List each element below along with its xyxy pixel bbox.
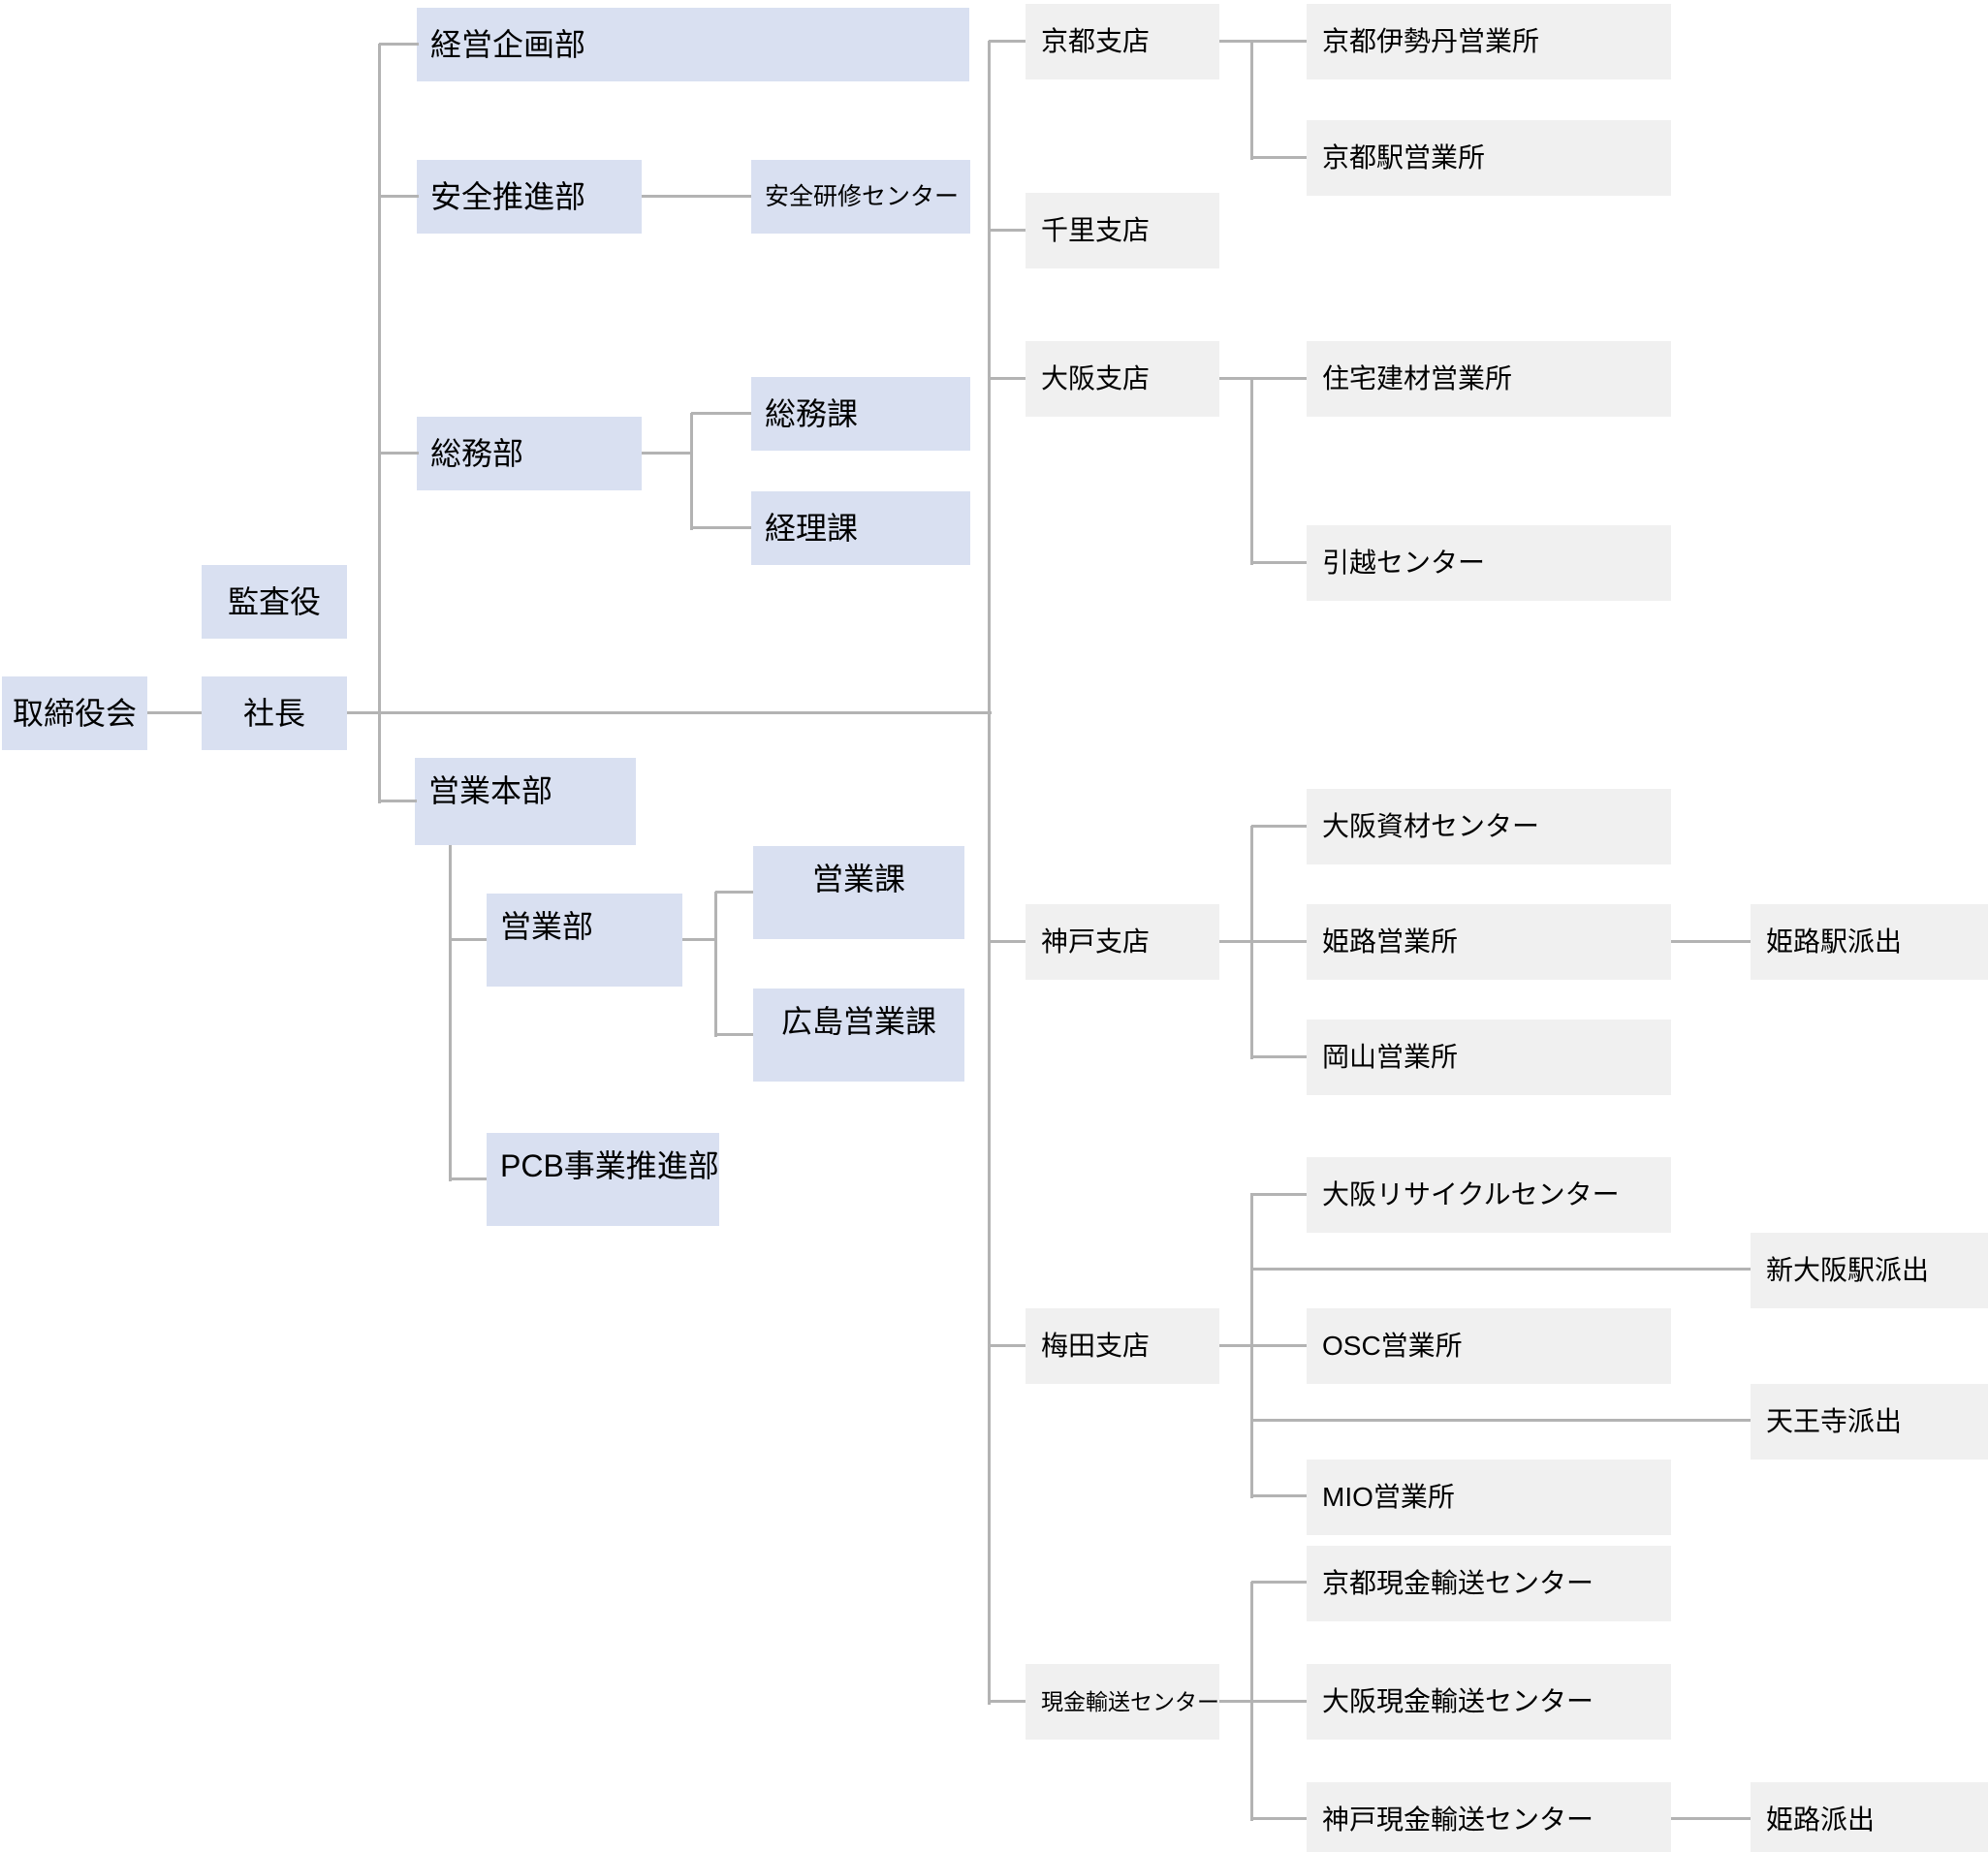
connector-line: [989, 1344, 1026, 1347]
connector-line: [989, 377, 1026, 380]
org-node-corporate-planning: 経営企画部: [417, 8, 969, 81]
connector-line: [1251, 561, 1307, 564]
connector-line: [379, 195, 419, 198]
connector-line: [1251, 1581, 1307, 1584]
org-node-kyoto-branch: 京都支店: [1026, 4, 1219, 79]
connector-line: [1251, 1055, 1307, 1058]
org-node-safety-promotion: 安全推進部: [417, 160, 642, 234]
org-node-osaka-materials-center: 大阪資材センター: [1307, 789, 1671, 864]
org-node-hiroshima-sales-section: 広島営業課: [753, 989, 964, 1082]
org-node-cash-transport-center: 現金輸送センター: [1026, 1664, 1219, 1740]
org-node-senri-branch: 千里支店: [1026, 193, 1219, 268]
connector-line: [1251, 1268, 1751, 1271]
connector-line: [989, 1700, 1026, 1703]
org-node-pcb-business-dept: PCB事業推進部: [487, 1133, 719, 1226]
connector-line: [1671, 1817, 1751, 1820]
connector-line: [1219, 1344, 1307, 1347]
connector-line: [379, 800, 417, 802]
org-node-general-affairs-sec: 総務課: [751, 377, 970, 451]
connector-line: [690, 413, 693, 530]
org-node-himeji-detachment: 姫路派出: [1751, 1782, 1988, 1852]
org-node-moving-center: 引越センター: [1307, 525, 1671, 601]
connector-line: [450, 1177, 487, 1180]
connector-line: [1219, 940, 1307, 943]
org-node-auditor: 監査役: [202, 565, 347, 639]
org-node-kyoto-station-office: 京都駅営業所: [1307, 120, 1671, 196]
org-node-mio-office: MIO営業所: [1307, 1460, 1671, 1535]
connector-line: [450, 938, 487, 941]
connector-line: [989, 229, 1026, 232]
connector-line: [1251, 156, 1307, 159]
org-node-himeji-office: 姫路営業所: [1307, 904, 1671, 980]
org-node-osaka-recycle-center: 大阪リサイクルセンター: [1307, 1157, 1671, 1233]
org-node-tennoji-detachment: 天王寺派出: [1751, 1384, 1988, 1460]
org-node-accounting-sec: 経理課: [751, 491, 970, 565]
org-node-himeji-station-detachment: 姫路駅派出: [1751, 904, 1988, 980]
connector-line: [1251, 1193, 1307, 1196]
org-node-general-affairs-dept: 総務部: [417, 417, 642, 490]
connector-line: [989, 940, 1026, 943]
connector-line: [379, 43, 419, 46]
connector-line: [682, 938, 717, 941]
org-node-kyoto-cash-transport-center: 京都現金輸送センター: [1307, 1546, 1671, 1621]
org-node-board-of-directors: 取締役会: [2, 676, 147, 750]
connector-line: [378, 44, 381, 803]
connector-line: [1671, 940, 1751, 943]
connector-line: [1219, 40, 1307, 43]
connector-line: [1250, 41, 1253, 160]
org-node-okayama-office: 岡山営業所: [1307, 1020, 1671, 1095]
connector-line: [715, 1033, 753, 1036]
connector-line: [379, 452, 419, 455]
org-node-kyoto-isetan-office: 京都伊勢丹営業所: [1307, 4, 1671, 79]
org-node-osc-office: OSC営業所: [1307, 1308, 1671, 1384]
connector-line: [1250, 1582, 1253, 1821]
connector-line: [988, 41, 991, 1705]
org-node-housing-materials-office: 住宅建材営業所: [1307, 341, 1671, 417]
connector-line: [691, 412, 751, 415]
org-node-umeda-branch: 梅田支店: [1026, 1308, 1219, 1384]
org-node-sales-headquarters: 営業本部: [415, 758, 636, 845]
org-node-president: 社長: [202, 676, 347, 750]
connector-line: [1250, 826, 1253, 1059]
org-node-osaka-branch: 大阪支店: [1026, 341, 1219, 417]
connector-line: [1251, 1817, 1307, 1820]
connector-line: [347, 711, 992, 714]
connector-line: [449, 845, 452, 1181]
connector-line: [1219, 377, 1307, 380]
connector-line: [714, 892, 717, 1037]
org-node-osaka-cash-transport-center: 大阪現金輸送センター: [1307, 1664, 1671, 1740]
org-node-kobe-cash-transport-center: 神戸現金輸送センター: [1307, 1782, 1671, 1852]
connector-line: [147, 711, 202, 714]
org-node-shin-osaka-station-detachment: 新大阪駅派出: [1751, 1233, 1988, 1308]
connector-line: [1250, 378, 1253, 565]
connector-line: [1251, 1494, 1307, 1497]
connector-line: [691, 526, 751, 529]
connector-line: [642, 452, 693, 455]
connector-line: [715, 891, 753, 894]
org-node-kobe-branch: 神戸支店: [1026, 904, 1219, 980]
connector-line: [642, 195, 751, 198]
connector-line: [1251, 1419, 1751, 1422]
connector-line: [989, 40, 1026, 43]
connector-line: [1250, 1193, 1253, 1498]
connector-line: [1251, 825, 1307, 828]
org-node-sales-section: 営業課: [753, 846, 964, 939]
org-node-sales-department: 営業部: [487, 894, 682, 987]
org-node-safety-training-center: 安全研修センター: [751, 160, 970, 234]
connector-line: [1219, 1700, 1307, 1703]
